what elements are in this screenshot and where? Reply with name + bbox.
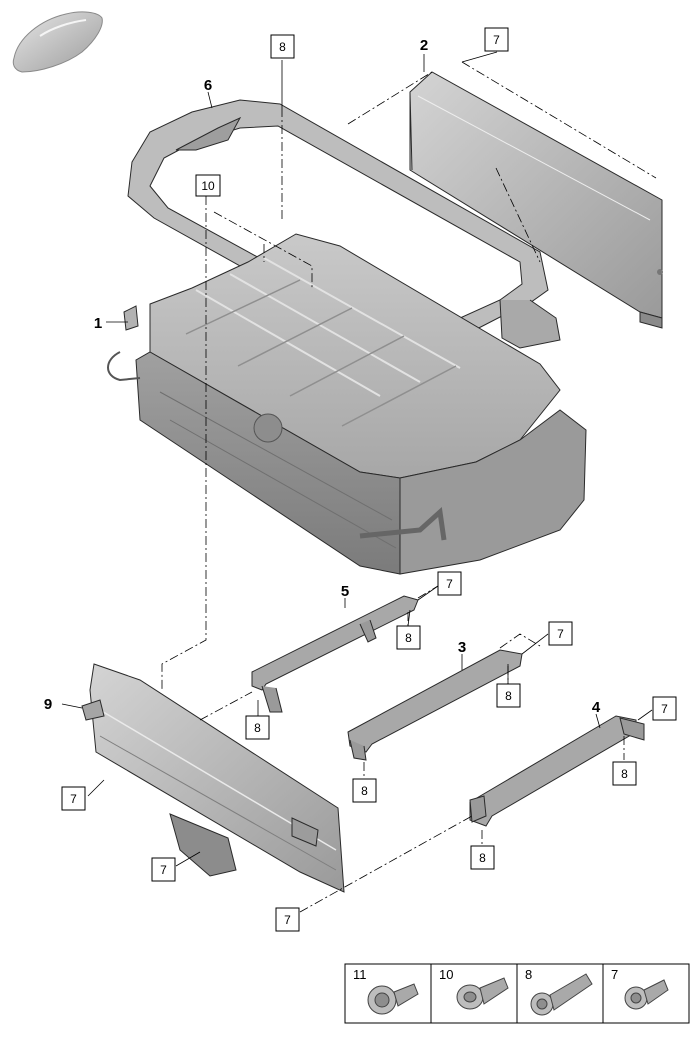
callout-5: 5: [341, 583, 349, 600]
callout-1: 1: [94, 315, 102, 332]
boxed-callout-10: 10: [195, 174, 221, 197]
flange-bolt-icon: [456, 977, 509, 1010]
svg-text:8: 8: [279, 40, 286, 54]
boxed-callout-7-panel-a: 7: [61, 786, 86, 811]
callout-9: 9: [44, 696, 52, 713]
boxed-callout-7-bracket4: 7: [652, 696, 677, 721]
front-panel: [81, 663, 345, 893]
boxed-callout-7-panel-c: 7: [275, 907, 300, 932]
boxed-callout-8-bracket4-right: 8: [612, 761, 637, 786]
bracket-5: [251, 595, 419, 713]
flange-bolt-icon: [367, 983, 419, 1015]
callout-6: 6: [204, 77, 212, 94]
legend-number-10: 10: [439, 967, 453, 982]
boxed-callout-8-bracket3-left: 8: [352, 778, 377, 803]
svg-text:8: 8: [505, 689, 512, 703]
alignment-lines: [161, 61, 657, 913]
callout-3: 3: [458, 639, 466, 656]
svg-text:7: 7: [284, 913, 291, 927]
boxed-callout-7-top: 7: [484, 27, 509, 52]
svg-text:7: 7: [493, 33, 500, 47]
boxed-callout-8-bracket3: 8: [496, 683, 521, 708]
fastener-legend: 11 10 8 7: [344, 963, 690, 1024]
svg-text:7: 7: [557, 627, 564, 641]
svg-text:7: 7: [160, 863, 167, 877]
bracket-4: [469, 715, 645, 827]
legend-number-7: 7: [611, 967, 618, 982]
boxed-callout-8-bracket5: 8: [396, 625, 421, 650]
svg-text:7: 7: [446, 577, 453, 591]
boxed-callout-8-top: 8: [270, 34, 295, 59]
bracket-3: [347, 649, 523, 761]
boxed-callout-8-bracket4-left: 8: [470, 845, 495, 870]
svg-text:7: 7: [70, 792, 77, 806]
callout-2: 2: [420, 37, 428, 54]
boxed-callout-7-bracket5: 7: [437, 571, 462, 596]
long-bolt-icon: [530, 973, 593, 1016]
short-bolt-icon: [624, 979, 669, 1010]
boxed-callout-7-panel-b: 7: [151, 857, 176, 882]
callout-4: 4: [592, 699, 601, 716]
svg-text:10: 10: [201, 179, 215, 193]
svg-text:7: 7: [661, 702, 668, 716]
svg-text:8: 8: [254, 721, 261, 735]
svg-text:8: 8: [361, 784, 368, 798]
legend-number-11: 11: [353, 967, 367, 982]
legend-number-8: 8: [525, 967, 532, 982]
battery-pack: [107, 233, 587, 575]
svg-text:8: 8: [405, 631, 412, 645]
leader-lines: [61, 51, 653, 867]
svg-text:8: 8: [621, 767, 628, 781]
boxed-callout-7-bracket3: 7: [548, 621, 573, 646]
vehicle-thumbnail-icon: [12, 11, 103, 73]
boxed-callout-8-bracket5-left: 8: [245, 715, 270, 740]
svg-text:8: 8: [479, 851, 486, 865]
